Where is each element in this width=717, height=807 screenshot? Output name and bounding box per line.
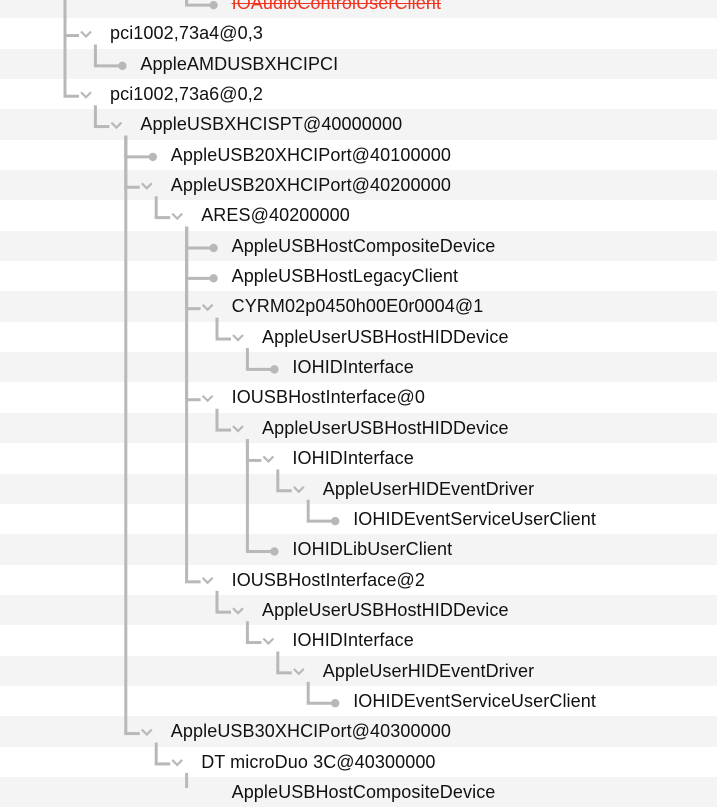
- tree-row[interactable]: IOHIDInterface: [0, 625, 717, 655]
- tree-row[interactable]: AppleUSB30XHCIPort@40300000: [0, 716, 717, 747]
- tree-row[interactable]: pci1002,73a6@0,2: [0, 79, 717, 109]
- node-label: AppleAMDUSBXHCIPCI: [140, 53, 339, 74]
- tree-row[interactable]: ARES@40200000: [0, 200, 717, 230]
- tree-row[interactable]: AppleUserUSBHostHIDDevice: [0, 322, 717, 352]
- node-label: AppleUSB20XHCIPort@40200000: [170, 175, 451, 196]
- tree-row[interactable]: IOHIDLibUserClient: [0, 534, 717, 565]
- tree-row[interactable]: AppleAMDUSBXHCIPCI: [0, 48, 717, 80]
- node-label: IOHIDLibUserClient: [292, 539, 453, 560]
- node-label: IOHIDInterface: [292, 448, 414, 469]
- node-label: IOUSBHostInterface@0: [231, 387, 425, 408]
- tree-row[interactable]: IOHIDInterface: [0, 352, 717, 383]
- tree-row[interactable]: AppleUserUSBHostHIDDevice: [0, 594, 717, 626]
- tree-row[interactable]: CYRM02p0450h00E0r0004@1: [0, 291, 717, 322]
- node-label: AppleUSB30XHCIPort@40300000: [170, 721, 451, 742]
- node-label: IOHIDEventServiceUserClient: [353, 508, 596, 529]
- node-label: AppleUserUSBHostHIDDevice: [262, 599, 509, 620]
- node-label: AppleUSB20XHCIPort@40100000: [170, 144, 451, 165]
- tree-row[interactable]: pci1002,73a4@0,3: [0, 18, 717, 48]
- node-label: ARES@40200000: [201, 205, 350, 226]
- tree-row[interactable]: AppleUSBHostCompositeDevice: [0, 776, 717, 807]
- tree-row[interactable]: AppleUserUSBHostHIDDevice: [0, 412, 717, 444]
- node-label: IOAudioControlUserClient: [231, 0, 442, 13]
- node-label: AppleUSBHostCompositeDevice: [231, 235, 496, 256]
- tree-row[interactable]: AppleUSB20XHCIPort@40200000: [0, 170, 717, 201]
- node-label: AppleUserUSBHostHIDDevice: [262, 417, 509, 438]
- tree-row[interactable]: IOUSBHostInterface@0: [0, 382, 717, 412]
- node-label: AppleUSBXHCISPT@40000000: [140, 114, 403, 135]
- tree-row[interactable]: AppleUSBHostCompositeDevice: [0, 230, 717, 262]
- node-label: DT microDuo 3C@40300000: [201, 751, 436, 772]
- node-label: pci1002,73a6@0,2: [110, 84, 263, 105]
- tree-row[interactable]: IOAudioControlUserClient: [0, 0, 717, 19]
- tree-row[interactable]: IOHIDEventServiceUserClient: [0, 686, 717, 716]
- tree-row[interactable]: AppleUserHIDEventDriver: [0, 473, 717, 504]
- node-label: CYRM02p0450h00E0r0004@1: [231, 296, 484, 317]
- node-label: AppleUserHIDEventDriver: [322, 478, 535, 499]
- node-label: IOHIDInterface: [292, 630, 414, 651]
- node-label: AppleUserHIDEventDriver: [322, 660, 535, 681]
- node-label: AppleUSBHostLegacyClient: [231, 266, 459, 287]
- node-label: IOUSBHostInterface@2: [231, 569, 425, 590]
- tree-row[interactable]: AppleUSBXHCISPT@40000000: [0, 109, 717, 140]
- node-label: pci1002,73a4@0,3: [110, 23, 263, 44]
- tree-row[interactable]: IOHIDInterface: [0, 443, 717, 473]
- tree-row[interactable]: AppleUSBHostLegacyClient: [0, 261, 717, 291]
- tree-row[interactable]: DT microDuo 3C@40300000: [0, 747, 717, 777]
- tree-row[interactable]: AppleUserHIDEventDriver: [0, 655, 717, 686]
- node-label: IOHIDEventServiceUserClient: [353, 690, 596, 711]
- tree-row[interactable]: IOUSBHostInterface@2: [0, 565, 717, 595]
- node-label: AppleUserUSBHostHIDDevice: [262, 326, 509, 347]
- tree-row[interactable]: AppleUSB20XHCIPort@40100000: [0, 140, 717, 170]
- tree-row[interactable]: IOHIDEventServiceUserClient: [0, 504, 717, 534]
- node-label: IOHIDInterface: [292, 357, 414, 378]
- node-label: AppleUSBHostCompositeDevice: [231, 781, 496, 802]
